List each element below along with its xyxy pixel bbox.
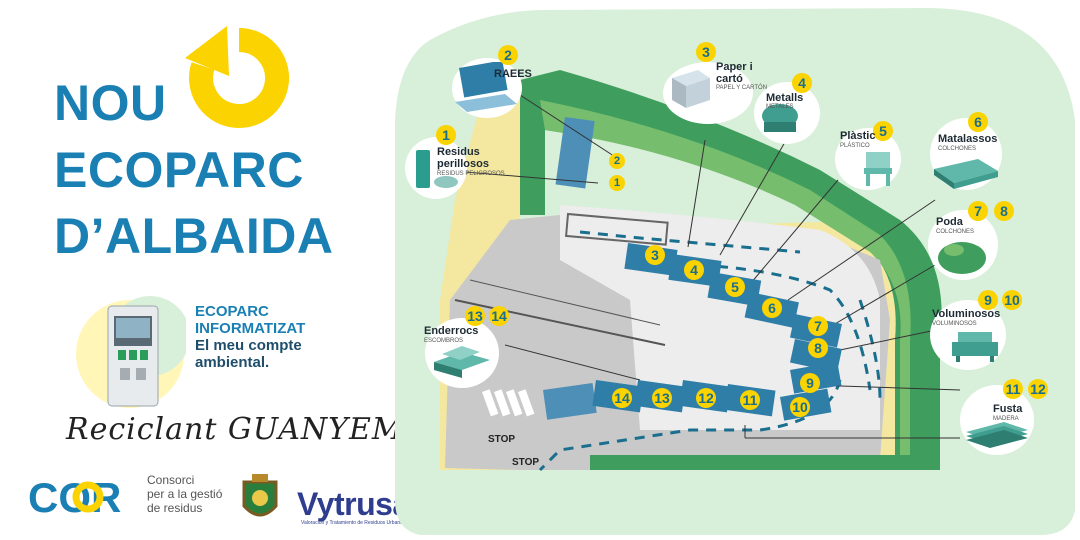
station-num-7: 7 [968,201,988,221]
laptop-icon [455,62,517,112]
cor-subtitle: Consorci per a la gestió de residus [147,473,223,515]
station-num-5: 5 [873,121,893,141]
station-num-6: 6 [968,112,988,132]
stop-label-2: STOP [512,457,539,468]
station-sub-9-10: VOLUMINOSOS [932,321,977,327]
station-num-13: 13 [465,306,485,326]
armchair-icon [952,332,998,362]
station-name-5: Plàstic [840,130,876,142]
station-name-4: Metalls [766,92,804,104]
station-name-7-8: Poda [936,216,963,228]
station-name-2: RAEES [494,68,532,80]
station-sub-4: METALES [766,104,794,110]
station-num-11: 11 [1003,379,1023,399]
battery-icon [416,150,458,188]
rubble-icon [434,346,490,378]
kiosk-title: ECOPARC INFORMATIZAT [195,303,306,337]
office-building [543,383,597,420]
container-badge-7: 7 [808,316,828,336]
station-num-3: 3 [696,42,716,62]
station-sub-6: COLCHONES [938,146,977,152]
station-num-8: 8 [994,201,1014,221]
container-badge-8: 8 [808,338,828,358]
station-name-6: Matalassos [938,133,998,145]
green-waste-bag-icon [938,242,986,274]
station-sub-5: PLÁSTICO [840,143,870,149]
container-badge-9: 9 [800,373,820,393]
plastic-chair-icon [864,152,892,186]
station-sub-1: RESIDUS PELIGROSOS [437,171,505,177]
station-num-10: 10 [1002,290,1022,310]
container-badge-3: 3 [645,245,665,265]
container-badge-13: 13 [652,388,672,408]
crosswalk [481,389,535,417]
coat-of-arms-logo [242,474,278,517]
station-num-2: 2 [498,45,518,65]
kiosk-illustration [76,296,186,408]
container-badge-1: 1 [609,175,625,191]
vytrusa-logo: Vytrusa [297,486,410,522]
mattress-icon [934,159,998,189]
station-sub-13-14: ESCOMBROS [424,338,464,344]
container-badge-12: 12 [696,388,716,408]
container-badge-14: 14 [612,388,632,408]
station-num-9: 9 [978,290,998,310]
station-sub-7-8: COLCHONES [936,229,975,235]
raees-building [555,116,595,189]
station-name-13-14: Enderrocs [424,325,479,337]
cor-logo: COR [28,476,121,518]
stop-label-1: STOP [488,434,515,445]
station-sub-11-12: MADERA [993,416,1019,422]
station-num-1: 1 [436,125,456,145]
container-badge-10: 10 [790,397,810,417]
station-sub-3: PAPEL Y CARTÓN [716,85,768,91]
title-line3: D’ALBAIDA [54,208,334,264]
slogan: Reciclant GUANYEM [66,412,404,447]
vytrusa-subtitle: Valoración y Tratamiento de Residuos Urb… [301,520,418,526]
cardboard-box-icon [672,70,710,108]
station-num-12: 12 [1028,379,1048,399]
container-badge-5: 5 [725,277,745,297]
container-badge-4: 4 [684,260,704,280]
container-badge-2: 2 [609,153,625,169]
station-name-9-10: Voluminosos [932,308,1001,320]
container-badge-6: 6 [762,298,782,318]
wood-planks-icon [966,422,1028,448]
kiosk-subtitle: El meu compte ambiental. [195,337,302,371]
station-num-14: 14 [489,306,509,326]
container-badge-11: 11 [740,390,760,410]
title-line1: NOU [54,75,167,131]
station-num-4: 4 [792,73,812,93]
title-line2: ECOPARC [54,142,304,198]
station-name-11-12: Fusta [993,403,1023,415]
metal-rack-icon [762,104,798,132]
recycle-arrow-icon [185,26,290,128]
